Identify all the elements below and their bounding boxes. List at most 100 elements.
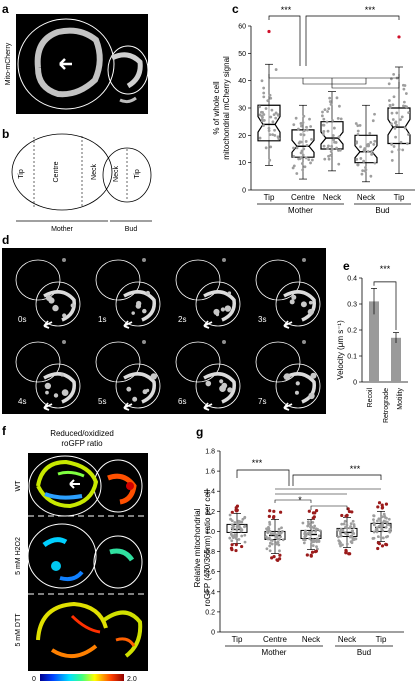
- data-point: [315, 545, 318, 549]
- data-point: [258, 136, 262, 140]
- data-point: [268, 522, 272, 526]
- data-point: [327, 107, 331, 111]
- data-point: [331, 119, 334, 122]
- data-point: [372, 530, 376, 534]
- data-point: [345, 532, 349, 536]
- data-point: [267, 126, 271, 130]
- frame-time-label: 5s: [98, 397, 106, 406]
- data-point: [302, 114, 306, 118]
- data-point: [392, 95, 396, 99]
- outlier-point: [376, 541, 380, 545]
- y-tick-label: 0.4: [347, 276, 357, 283]
- data-point: [262, 86, 266, 90]
- data-point: [322, 117, 326, 121]
- cell-outline: [15, 259, 61, 301]
- data-point: [268, 158, 272, 162]
- data-point: [231, 527, 235, 531]
- y-tick-label: 0.1: [347, 354, 357, 361]
- data-point: [276, 113, 280, 117]
- data-point: [390, 159, 394, 162]
- cell-outline: [35, 281, 81, 327]
- data-point: [305, 128, 309, 132]
- mitochondria-spot: [52, 304, 59, 312]
- cell-outline: [195, 363, 241, 409]
- data-point: [243, 524, 247, 528]
- panel-a-micrograph: [16, 14, 149, 114]
- mitochondria-spot: [62, 340, 66, 344]
- data-point: [258, 105, 261, 109]
- data-point: [310, 137, 313, 141]
- data-point: [306, 524, 310, 528]
- y-tick-label: 0.6: [205, 569, 215, 576]
- data-point: [372, 522, 376, 526]
- data-point: [309, 125, 313, 128]
- x-tick-label: Neck: [357, 193, 376, 202]
- data-point: [394, 135, 397, 139]
- data-point: [326, 110, 329, 113]
- outlier-point: [384, 543, 389, 547]
- data-point: [356, 129, 360, 133]
- f-condition-wt: WT: [15, 480, 22, 492]
- mitochondria: [123, 372, 156, 404]
- b-group-bud: Bud: [125, 226, 138, 233]
- data-point: [343, 526, 347, 529]
- mitochondria-spot: [291, 294, 297, 300]
- data-point: [229, 517, 232, 521]
- sig-bracket: [302, 78, 367, 85]
- f-title-line2: roGFP ratio: [61, 439, 103, 448]
- data-point: [388, 527, 392, 531]
- data-point: [340, 522, 344, 526]
- significance-stars: *: [298, 495, 302, 505]
- data-point: [372, 143, 376, 146]
- data-point: [295, 146, 299, 150]
- data-point: [369, 141, 373, 144]
- x-tick-label: Recoil: [367, 388, 374, 408]
- data-point: [299, 156, 303, 159]
- data-point: [402, 100, 406, 104]
- data-point: [336, 528, 340, 532]
- panel-label-g: g: [196, 425, 203, 439]
- mitochondria-spot: [289, 299, 295, 305]
- b-region-neck-bud: Neck: [113, 166, 120, 182]
- c-ylabel-line2: mitochondrial mCherry signal: [222, 56, 231, 160]
- mitochondria-spot: [48, 297, 55, 304]
- cell-outline: [255, 341, 301, 383]
- mitochondria-spot: [145, 388, 150, 393]
- data-point: [392, 72, 396, 76]
- mitochondria-spot: [219, 379, 224, 384]
- outlier-point: [350, 510, 354, 514]
- data-point: [228, 513, 232, 517]
- data-point: [355, 141, 358, 145]
- data-point: [274, 68, 278, 71]
- data-point: [310, 529, 314, 533]
- y-tick-label: 0.4: [205, 589, 215, 596]
- y-tick-label: 10: [238, 160, 246, 167]
- data-point: [274, 111, 278, 115]
- outlier-point: [267, 29, 271, 34]
- outlier-point: [267, 514, 271, 518]
- group-label: Bud: [375, 206, 389, 215]
- data-point: [338, 530, 342, 534]
- data-point: [364, 166, 367, 169]
- data-point: [262, 113, 266, 116]
- data-point: [336, 116, 340, 120]
- data-point: [323, 157, 327, 161]
- mitochondria-spot: [307, 308, 314, 316]
- mitochondria-spot: [224, 305, 232, 312]
- data-point: [292, 155, 296, 158]
- data-point: [339, 544, 342, 548]
- data-point: [372, 536, 376, 540]
- data-point: [316, 527, 319, 531]
- mitochondria-spot: [145, 290, 150, 296]
- data-point: [380, 515, 384, 519]
- frame-time-label: 0s: [18, 315, 26, 324]
- outlier-point: [311, 516, 315, 520]
- cell-outline: [95, 259, 141, 301]
- data-point: [380, 525, 383, 529]
- data-point: [304, 529, 307, 533]
- data-point: [322, 130, 326, 133]
- mitochondria-spot: [150, 373, 157, 380]
- data-point: [303, 535, 307, 539]
- data-point: [308, 537, 312, 541]
